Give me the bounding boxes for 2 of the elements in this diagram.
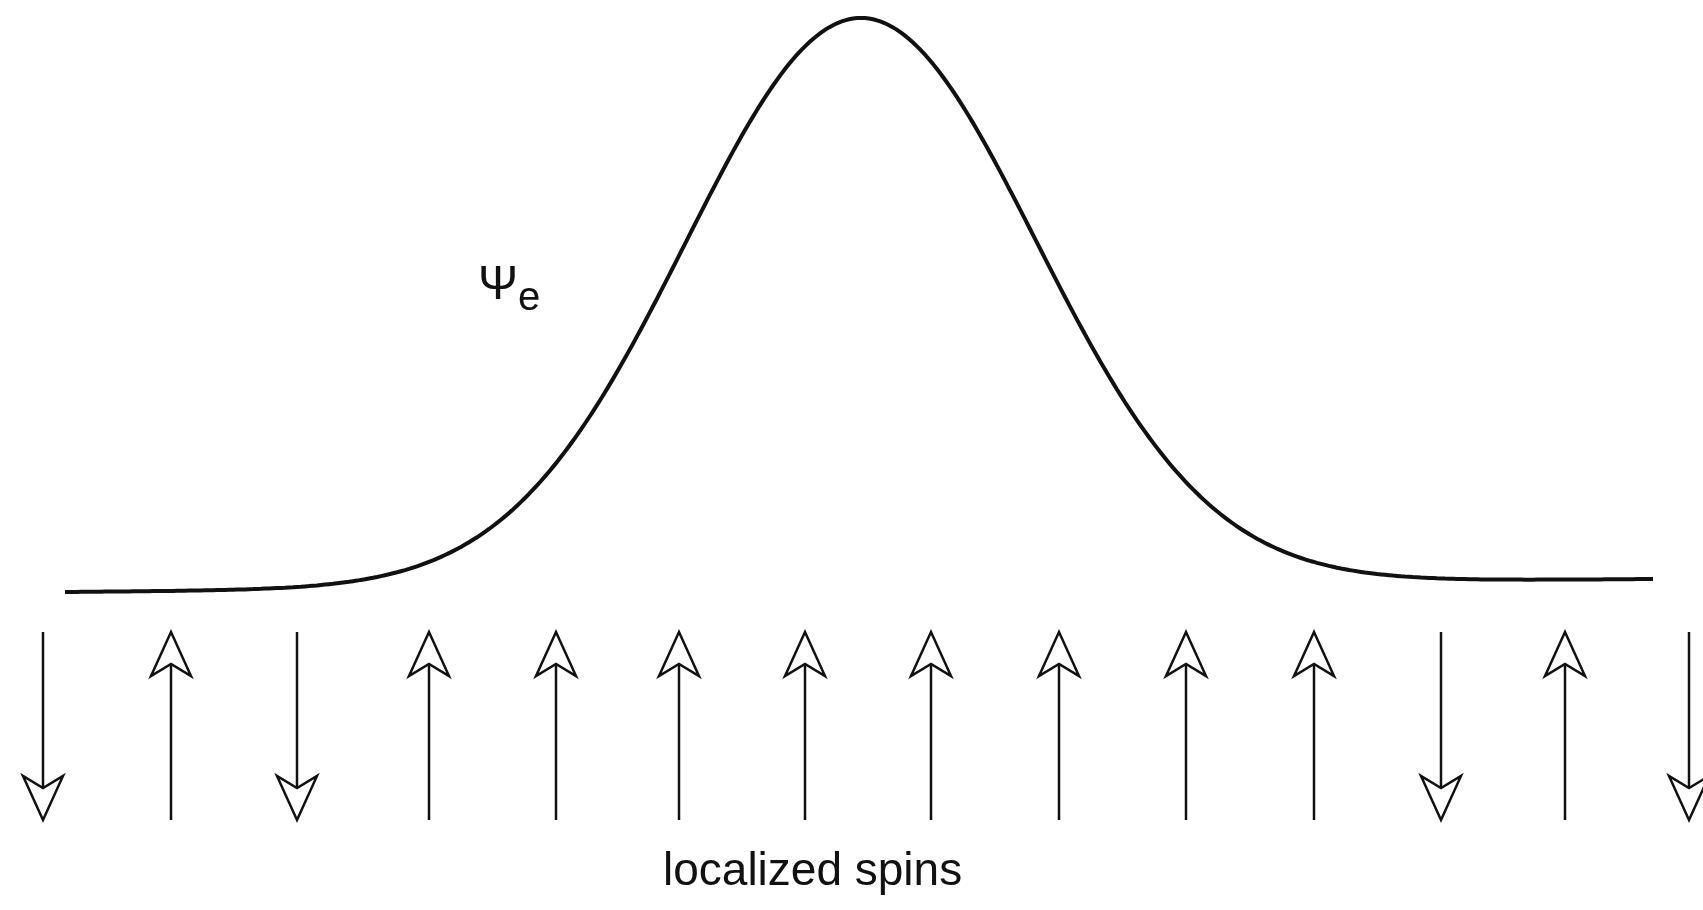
wavefunction-label: Ψ$_{e}$ [478,255,541,319]
axis-caption: localized spins [663,842,963,896]
